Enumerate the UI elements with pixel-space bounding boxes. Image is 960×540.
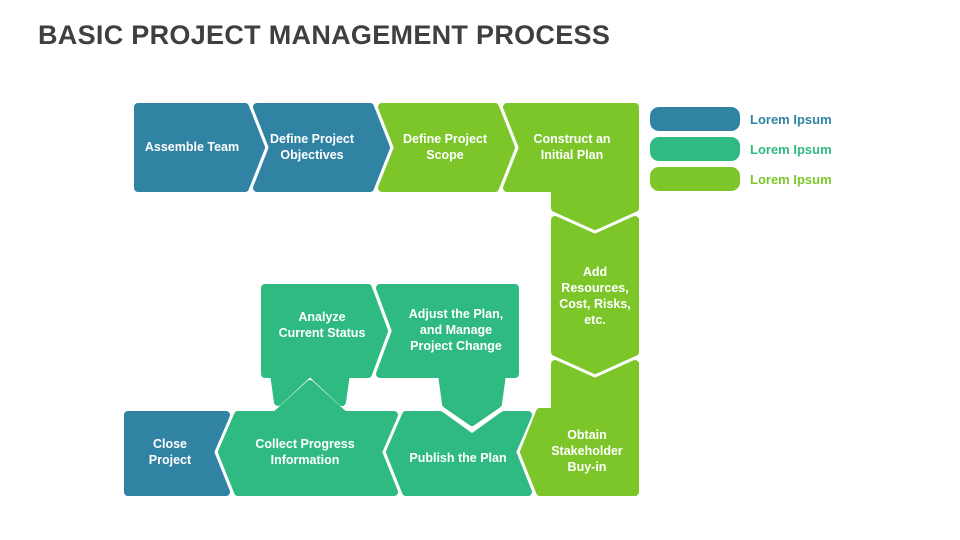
- legend-swatch-light-green: [650, 167, 740, 191]
- step-shape-construct-an-initial-plan: [503, 103, 639, 230]
- step-shape-adjust-the-plan: [376, 284, 519, 426]
- legend: Lorem Ipsum Lorem Ipsum Lorem Ipsum: [650, 107, 832, 197]
- step-label-obtain-stakeholder-buy-in: Obtain Stakeholder Buy-in: [551, 428, 623, 474]
- step-label-define-project-objectives: Define Project Objectives: [269, 132, 355, 162]
- step-shape-collect-progress-information: [218, 380, 398, 496]
- step-shape-close-project: [124, 411, 230, 496]
- step-label-analyze-current-status: Analyze Current Status: [278, 310, 366, 340]
- step-label-collect-progress-information: Collect Progress Information: [255, 437, 355, 467]
- legend-item-teal-green: Lorem Ipsum: [650, 137, 832, 161]
- step-shape-obtain-stakeholder-buy-in: [520, 360, 639, 496]
- legend-label-blue: Lorem Ipsum: [750, 111, 832, 127]
- legend-label-light-green: Lorem Ipsum: [750, 171, 832, 187]
- step-shape-assemble-team: [134, 103, 265, 192]
- legend-swatch-teal-green: [650, 137, 740, 161]
- step-label-close-project: Close Project: [148, 437, 192, 467]
- step-label-define-project-scope: Define Project Scope: [402, 132, 488, 162]
- step-label-construct-an-initial-plan: Construct an Initial Plan: [533, 132, 611, 162]
- step-label-assemble-team: Assemble Team: [144, 140, 240, 154]
- page-title: BASIC PROJECT MANAGEMENT PROCESS: [38, 20, 611, 50]
- step-label-add-resources-cost-risks: Add Resources, Cost, Risks, etc.: [559, 265, 631, 327]
- legend-item-light-green: Lorem Ipsum: [650, 167, 832, 191]
- step-shape-publish-the-plan: [386, 411, 532, 496]
- legend-label-teal-green: Lorem Ipsum: [750, 141, 832, 157]
- step-shape-define-project-objectives: [253, 103, 390, 192]
- legend-item-blue: Lorem Ipsum: [650, 107, 832, 131]
- step-shape-analyze-current-status: [261, 284, 388, 406]
- step-label-publish-the-plan: Publish the Plan: [409, 451, 507, 465]
- step-shape-define-project-scope: [378, 103, 515, 192]
- step-shape-add-resources-cost-risks: [551, 216, 639, 374]
- step-label-adjust-the-plan: Adjust the Plan, and Manage Project Chan…: [408, 307, 504, 353]
- legend-swatch-blue: [650, 107, 740, 131]
